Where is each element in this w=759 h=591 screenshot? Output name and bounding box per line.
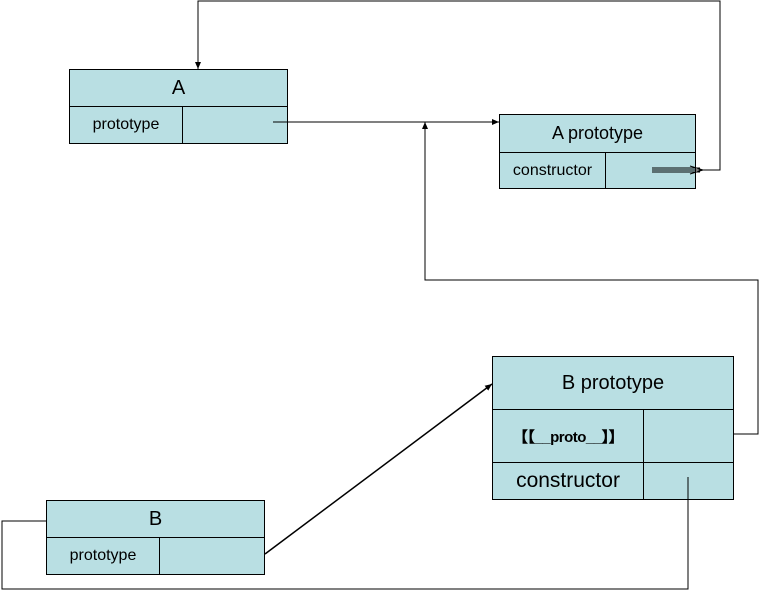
a-prototype-title: A prototype [499, 114, 696, 153]
b-prototype-constructor-slot [643, 462, 734, 500]
box-a-title: A [69, 69, 288, 107]
box-b-title: B [46, 500, 265, 538]
b-prototype-proto-slot [643, 409, 734, 463]
b-prototype-constructor-label: constructor [492, 462, 644, 500]
box-b-prototype-label: prototype [46, 537, 160, 575]
a-prototype-constructor-slot [605, 152, 696, 189]
box-a-prototype-slot [182, 106, 288, 144]
b-prototype-proto-label: 【【__proto__】】 [492, 409, 644, 463]
box-b-prototype-slot [159, 537, 265, 575]
b-prototype-title: B prototype [492, 356, 734, 410]
a-prototype-constructor-label: constructor [499, 152, 606, 189]
arrow-b-prototype-to-b-prototype-object [264, 383, 493, 555]
box-a-prototype-label: prototype [69, 106, 183, 144]
